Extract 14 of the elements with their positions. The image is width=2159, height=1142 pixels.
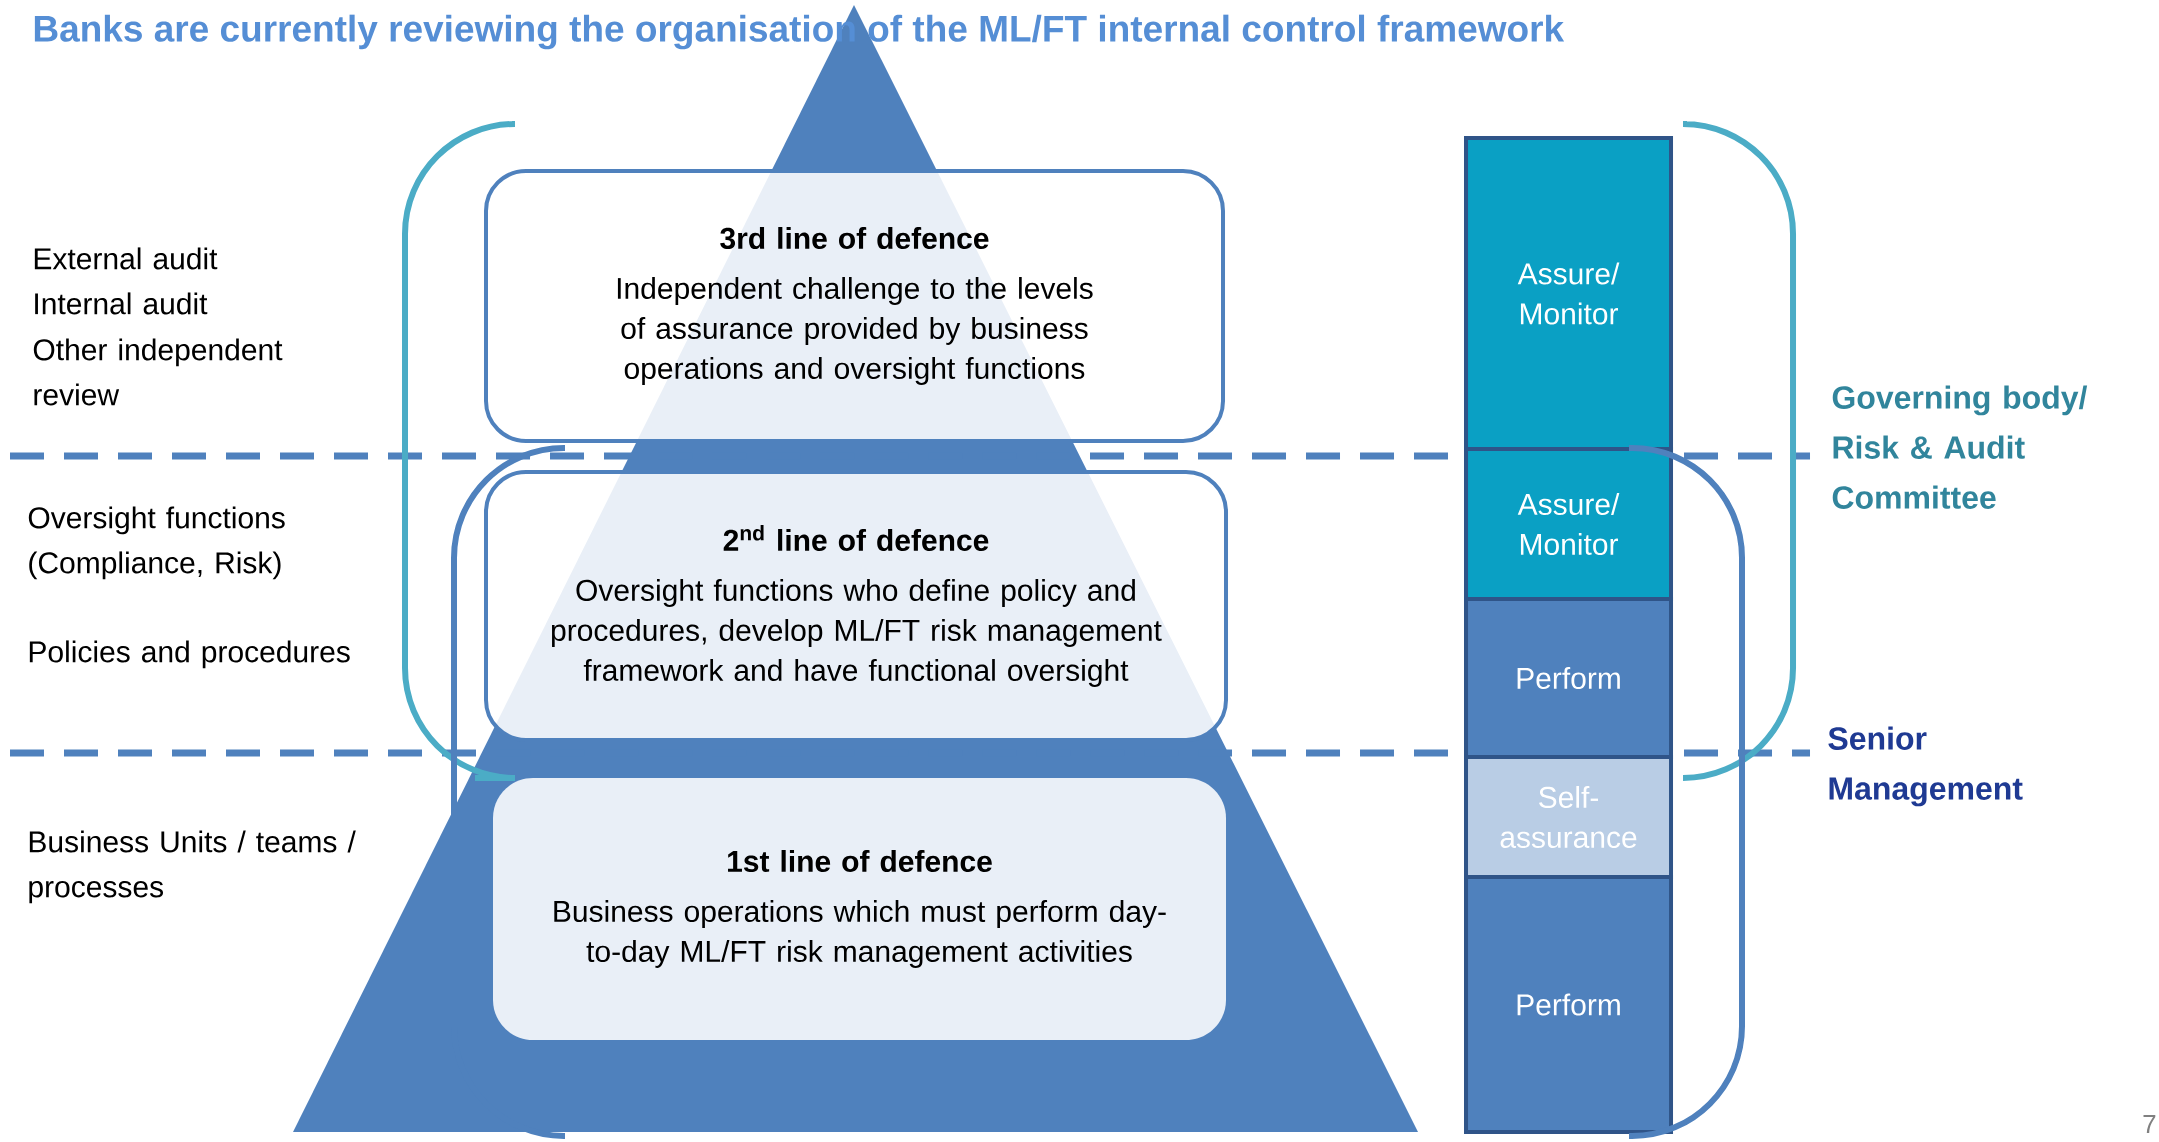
side-label: Business Units / teams / processes (29, 830, 356, 904)
column-segment: Perform (1464, 875, 1673, 1134)
side-label: Oversight functions (Compliance, Risk) (28, 506, 285, 580)
column-segment: Self-assurance (1464, 755, 1673, 879)
column-segment: Perform (1464, 597, 1673, 759)
side-label: Other independent review (33, 338, 283, 406)
side-label: Senior Management (1828, 726, 2023, 807)
side-label: Internal audit (35, 292, 208, 315)
column-segment: Assure/ Monitor (1464, 447, 1673, 601)
defence-box: 3rd line of defence Independent challenge to the levels of assurance provided by business operations and oversight functions (484, 169, 1225, 443)
side-label: External audit (34, 247, 218, 270)
side-label: Policies and procedures (29, 640, 350, 669)
side-label: Governing body/ Risk & Audit Committee (1832, 385, 2088, 509)
page-number: 7 (2143, 1115, 2156, 1133)
